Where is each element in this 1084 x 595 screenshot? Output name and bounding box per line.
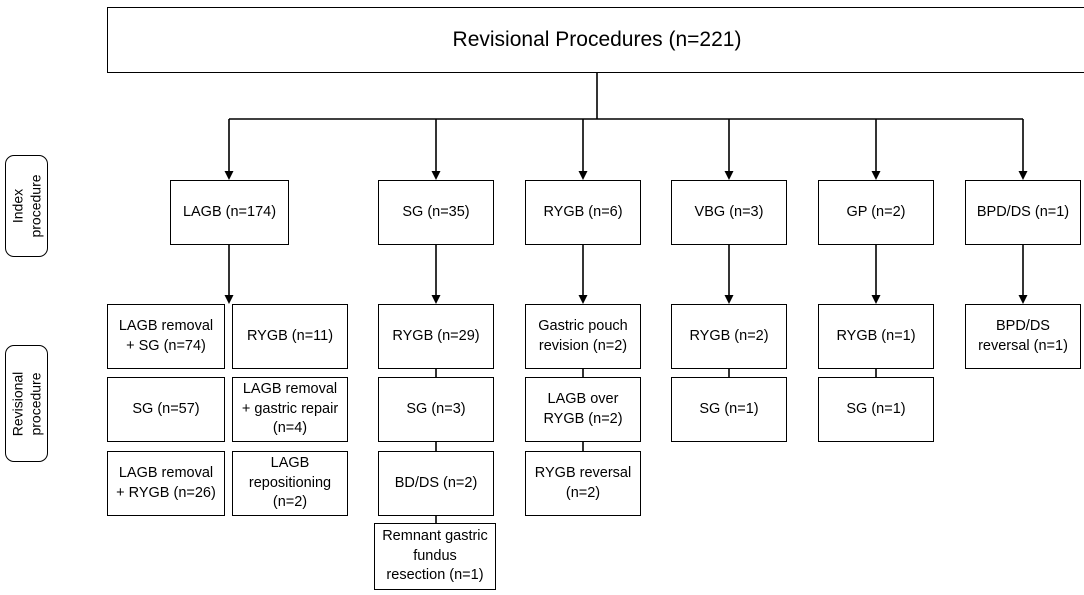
index-box-gp: GP (n=2) <box>818 180 934 245</box>
revisional-label: LAGB repositioning (n=2) <box>248 455 332 511</box>
revisional-label: SG (n=1) <box>699 400 759 417</box>
index-box-vbg: VBG (n=3) <box>671 180 787 245</box>
revisional-box-lagb-rygb: RYGB (n=11) <box>232 304 348 369</box>
index-box-lagb: LAGB (n=174) <box>170 180 289 245</box>
index-label-sg: SG (n=35) <box>402 203 470 220</box>
revisional-label: RYGB (n=11) <box>246 327 334 344</box>
arrow-root-to-bpdds-head <box>1018 171 1028 180</box>
revisional-label: SG (n=57) <box>132 400 200 417</box>
revisional-box-lagb-removal-rygb: LAGB removal + RYGB (n=26) <box>107 451 225 516</box>
revisional-label: LAGB removal + SG (n=74) <box>118 317 214 354</box>
revisional-box-sg-remnant-fundus-resection: Remnant gastric fundus resection (n=1) <box>374 523 496 590</box>
index-box-rygb: RYGB (n=6) <box>525 180 641 245</box>
revisional-box-sg-sg: SG (n=3) <box>378 377 494 442</box>
revisional-box-bpdds-reversal: BPD/DS reversal (n=1) <box>965 304 1081 369</box>
arrow-rygb-to-revisional-head <box>578 295 588 304</box>
index-label-bpdds: BPD/DS (n=1) <box>976 203 1070 220</box>
revisional-label: Remnant gastric fundus resection (n=1) <box>382 528 488 584</box>
revisional-box-gp-rygb: RYGB (n=1) <box>818 304 934 369</box>
revisional-label: RYGB (n=1) <box>836 327 916 344</box>
revisional-box-lagb-removal-gastric-repair: LAGB removal + gastric repair (n=4) <box>232 377 348 442</box>
revisional-box-vbg-rygb: RYGB (n=2) <box>671 304 787 369</box>
revisional-label: LAGB over RYGB (n=2) <box>543 390 623 427</box>
root-box-revisional-procedures: Revisional Procedures (n=221) <box>107 7 1084 73</box>
revisional-box-lagb-repositioning: LAGB repositioning (n=2) <box>232 451 348 516</box>
revisional-label: SG (n=1) <box>846 400 906 417</box>
side-label-index-text: Index procedure <box>9 174 43 238</box>
index-label-gp: GP (n=2) <box>846 203 906 220</box>
side-label-index-procedure: Index procedure <box>5 155 48 257</box>
revisional-label: LAGB removal + RYGB (n=26) <box>116 464 216 501</box>
revisional-label: LAGB removal + gastric repair (n=4) <box>241 381 339 437</box>
side-label-revisional-text: Revisional procedure <box>9 371 43 436</box>
revisional-box-rygb-lagb-over-rygb: LAGB over RYGB (n=2) <box>525 377 641 442</box>
arrow-root-to-gp-head <box>871 171 881 180</box>
arrow-sg-to-revisional-head <box>431 295 441 304</box>
arrow-root-to-vbg-head <box>724 171 734 180</box>
revisional-label: Gastric pouch revision (n=2) <box>538 317 628 354</box>
revisional-box-sg-rygb: RYGB (n=29) <box>378 304 494 369</box>
index-label-vbg: VBG (n=3) <box>694 203 764 220</box>
arrow-gp-to-revisional-head <box>871 295 881 304</box>
index-label-rygb: RYGB (n=6) <box>543 203 623 220</box>
arrow-bpdds-to-revisional-head <box>1018 295 1028 304</box>
arrow-vbg-to-revisional-head <box>724 295 734 304</box>
revisional-box-sg-bdds: BD/DS (n=2) <box>378 451 494 516</box>
root-label: Revisional Procedures (n=221) <box>452 27 742 51</box>
revisional-box-vbg-sg: SG (n=1) <box>671 377 787 442</box>
revisional-box-gp-sg: SG (n=1) <box>818 377 934 442</box>
revisional-label: RYGB (n=2) <box>689 327 769 344</box>
revisional-box-lagb-removal-sg: LAGB removal + SG (n=74) <box>107 304 225 369</box>
arrow-root-to-sg-head <box>431 171 441 180</box>
index-box-sg: SG (n=35) <box>378 180 494 245</box>
arrow-root-to-lagb-head <box>224 171 234 180</box>
index-label-lagb: LAGB (n=174) <box>182 203 277 220</box>
revisional-box-lagb-sg: SG (n=57) <box>107 377 225 442</box>
revisional-label: RYGB reversal (n=2) <box>534 464 632 501</box>
revisional-box-rygb-gastric-pouch-revision: Gastric pouch revision (n=2) <box>525 304 641 369</box>
revisional-label: RYGB (n=29) <box>392 327 480 344</box>
index-box-bpdds: BPD/DS (n=1) <box>965 180 1081 245</box>
arrow-lagb-to-revisional-head <box>224 295 234 304</box>
revisional-box-rygb-reversal: RYGB reversal (n=2) <box>525 451 641 516</box>
revisional-label: SG (n=3) <box>406 400 466 417</box>
revisional-label: BD/DS (n=2) <box>394 474 478 491</box>
arrow-root-to-rygb-head <box>578 171 588 180</box>
side-label-revisional-procedure: Revisional procedure <box>5 345 48 462</box>
revisional-label: BPD/DS reversal (n=1) <box>978 317 1068 354</box>
